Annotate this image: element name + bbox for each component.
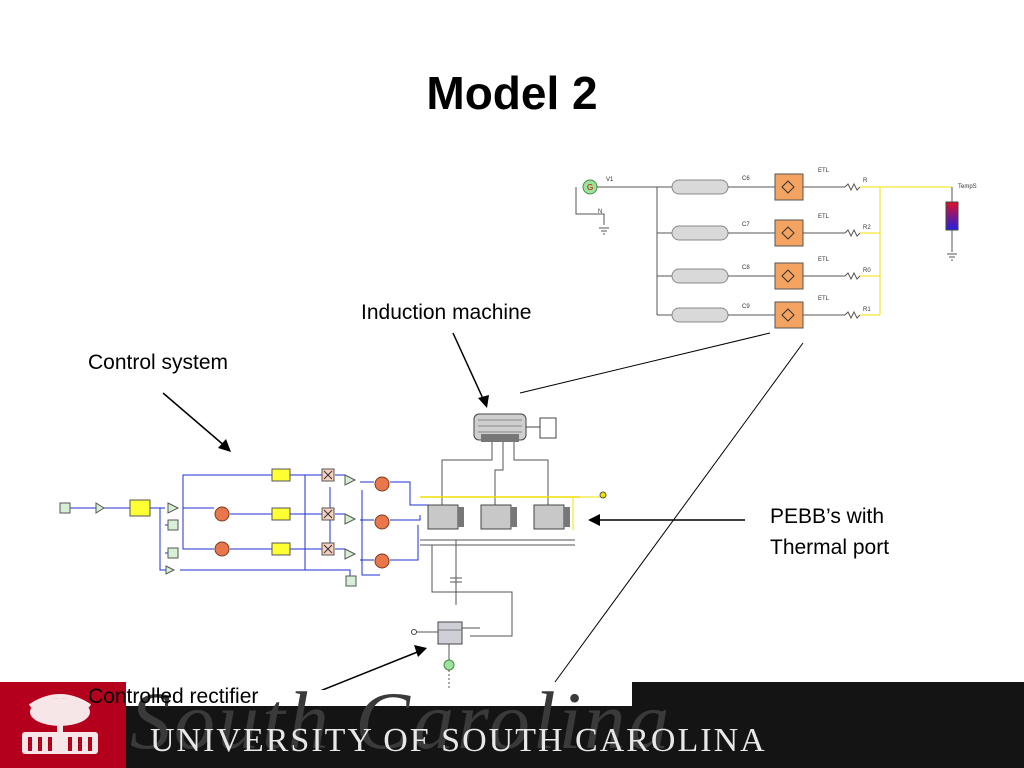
svg-text:C8: C8 xyxy=(742,265,750,271)
svg-text:ETL: ETL xyxy=(818,296,830,302)
controlled-rectifier-icon xyxy=(411,621,480,688)
source-label: V1 xyxy=(606,177,614,183)
footer-band xyxy=(0,706,1024,768)
pebb-label-line2: Thermal port xyxy=(770,536,890,559)
zoom-line-upper xyxy=(519,332,771,394)
arrow-control-system xyxy=(162,392,231,452)
palmetto-seal-icon xyxy=(22,694,98,754)
sum-node-icon xyxy=(214,541,230,557)
slide-title: Model 2 xyxy=(426,67,598,119)
svg-text:R: R xyxy=(863,178,868,184)
pebb-label-line1: PEBB’s with xyxy=(770,505,884,528)
source-symbol: G xyxy=(587,183,593,192)
pebb-block-2 xyxy=(480,504,512,530)
zoom-line-lower xyxy=(554,342,804,683)
svg-text:C6: C6 xyxy=(742,176,750,182)
pebb-block-3 xyxy=(533,504,565,530)
sum-node-icon xyxy=(374,514,390,530)
arrow-controlled-rectifier xyxy=(320,645,427,690)
sine-block xyxy=(271,507,291,521)
schematic-diagram: G V1 N C6 ETL R C7 xyxy=(59,168,977,690)
thermal-row-1: C6 ETL R xyxy=(657,168,952,201)
control-system-label: Control system xyxy=(88,351,229,374)
footer-script-word: South Carolina xyxy=(130,675,673,766)
footer-band-top xyxy=(632,682,1024,706)
sine-block xyxy=(271,468,291,482)
temp-sensor-label: TempS xyxy=(958,184,977,190)
filter-block xyxy=(129,499,151,517)
pebb-thermal-block xyxy=(774,262,804,290)
neutral-label: N xyxy=(598,209,602,215)
pebb-thermal-block xyxy=(774,173,804,201)
temperature-sensor-icon xyxy=(945,201,959,231)
sine-block xyxy=(271,542,291,556)
thermal-port-icon xyxy=(599,491,607,499)
induction-machine-icon xyxy=(473,413,557,456)
university-seal-logo xyxy=(0,682,126,768)
svg-text:ETL: ETL xyxy=(818,257,830,263)
svg-text:R1: R1 xyxy=(863,307,871,313)
pebb-label: PEBB’s with Thermal port xyxy=(770,501,889,563)
pebb-thermal-block xyxy=(774,301,804,329)
pebb-thermal-block xyxy=(774,219,804,247)
svg-text:C9: C9 xyxy=(742,304,750,310)
sum-node-icon xyxy=(374,476,390,492)
university-name: UNIVERSITY OF SOUTH CAROLINA xyxy=(150,722,767,759)
arrow-induction-machine xyxy=(452,332,489,408)
pebb-block-1 xyxy=(427,504,459,530)
sum-node-icon xyxy=(214,506,230,522)
svg-text:C7: C7 xyxy=(742,222,750,228)
svg-text:R0: R0 xyxy=(863,268,871,274)
control-system xyxy=(59,468,428,587)
arrow-pebb xyxy=(588,514,745,526)
svg-text:R2: R2 xyxy=(863,225,871,231)
controlled-rectifier-label: Controlled rectifier xyxy=(88,685,259,708)
thermal-row-2: C7 ETL R2 xyxy=(657,187,881,315)
thermal-row-3: C8 ETL R0 xyxy=(657,257,880,290)
sum-node-icon xyxy=(374,553,390,569)
thermal-network: G V1 N C6 ETL R C7 xyxy=(575,168,977,329)
svg-text:ETL: ETL xyxy=(818,214,830,220)
pebb-row xyxy=(420,491,607,546)
svg-text:ETL: ETL xyxy=(818,168,830,174)
voltage-source-icon xyxy=(443,659,455,671)
induction-machine-label: Induction machine xyxy=(361,301,532,324)
thermal-row-4: C9 ETL R1 xyxy=(657,296,880,329)
